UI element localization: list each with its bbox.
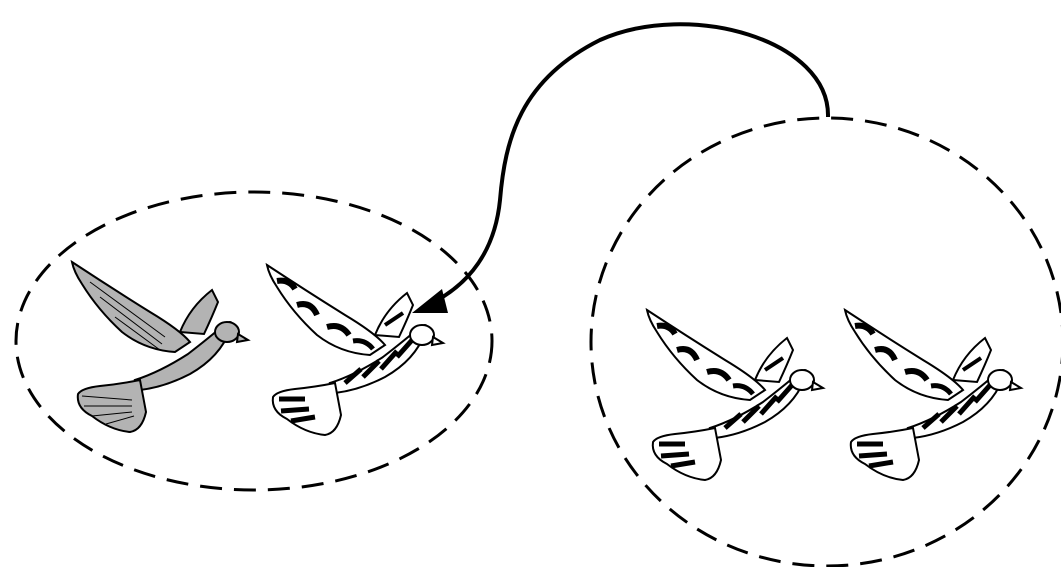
arrow-head — [412, 289, 448, 313]
right-group-boundary — [591, 118, 1061, 566]
striped-bird-left — [267, 265, 443, 435]
striped-bird-right-2 — [845, 310, 1021, 480]
transfer-arrow — [428, 24, 828, 305]
gray-bird — [72, 262, 248, 432]
striped-bird-right-1 — [647, 310, 823, 480]
